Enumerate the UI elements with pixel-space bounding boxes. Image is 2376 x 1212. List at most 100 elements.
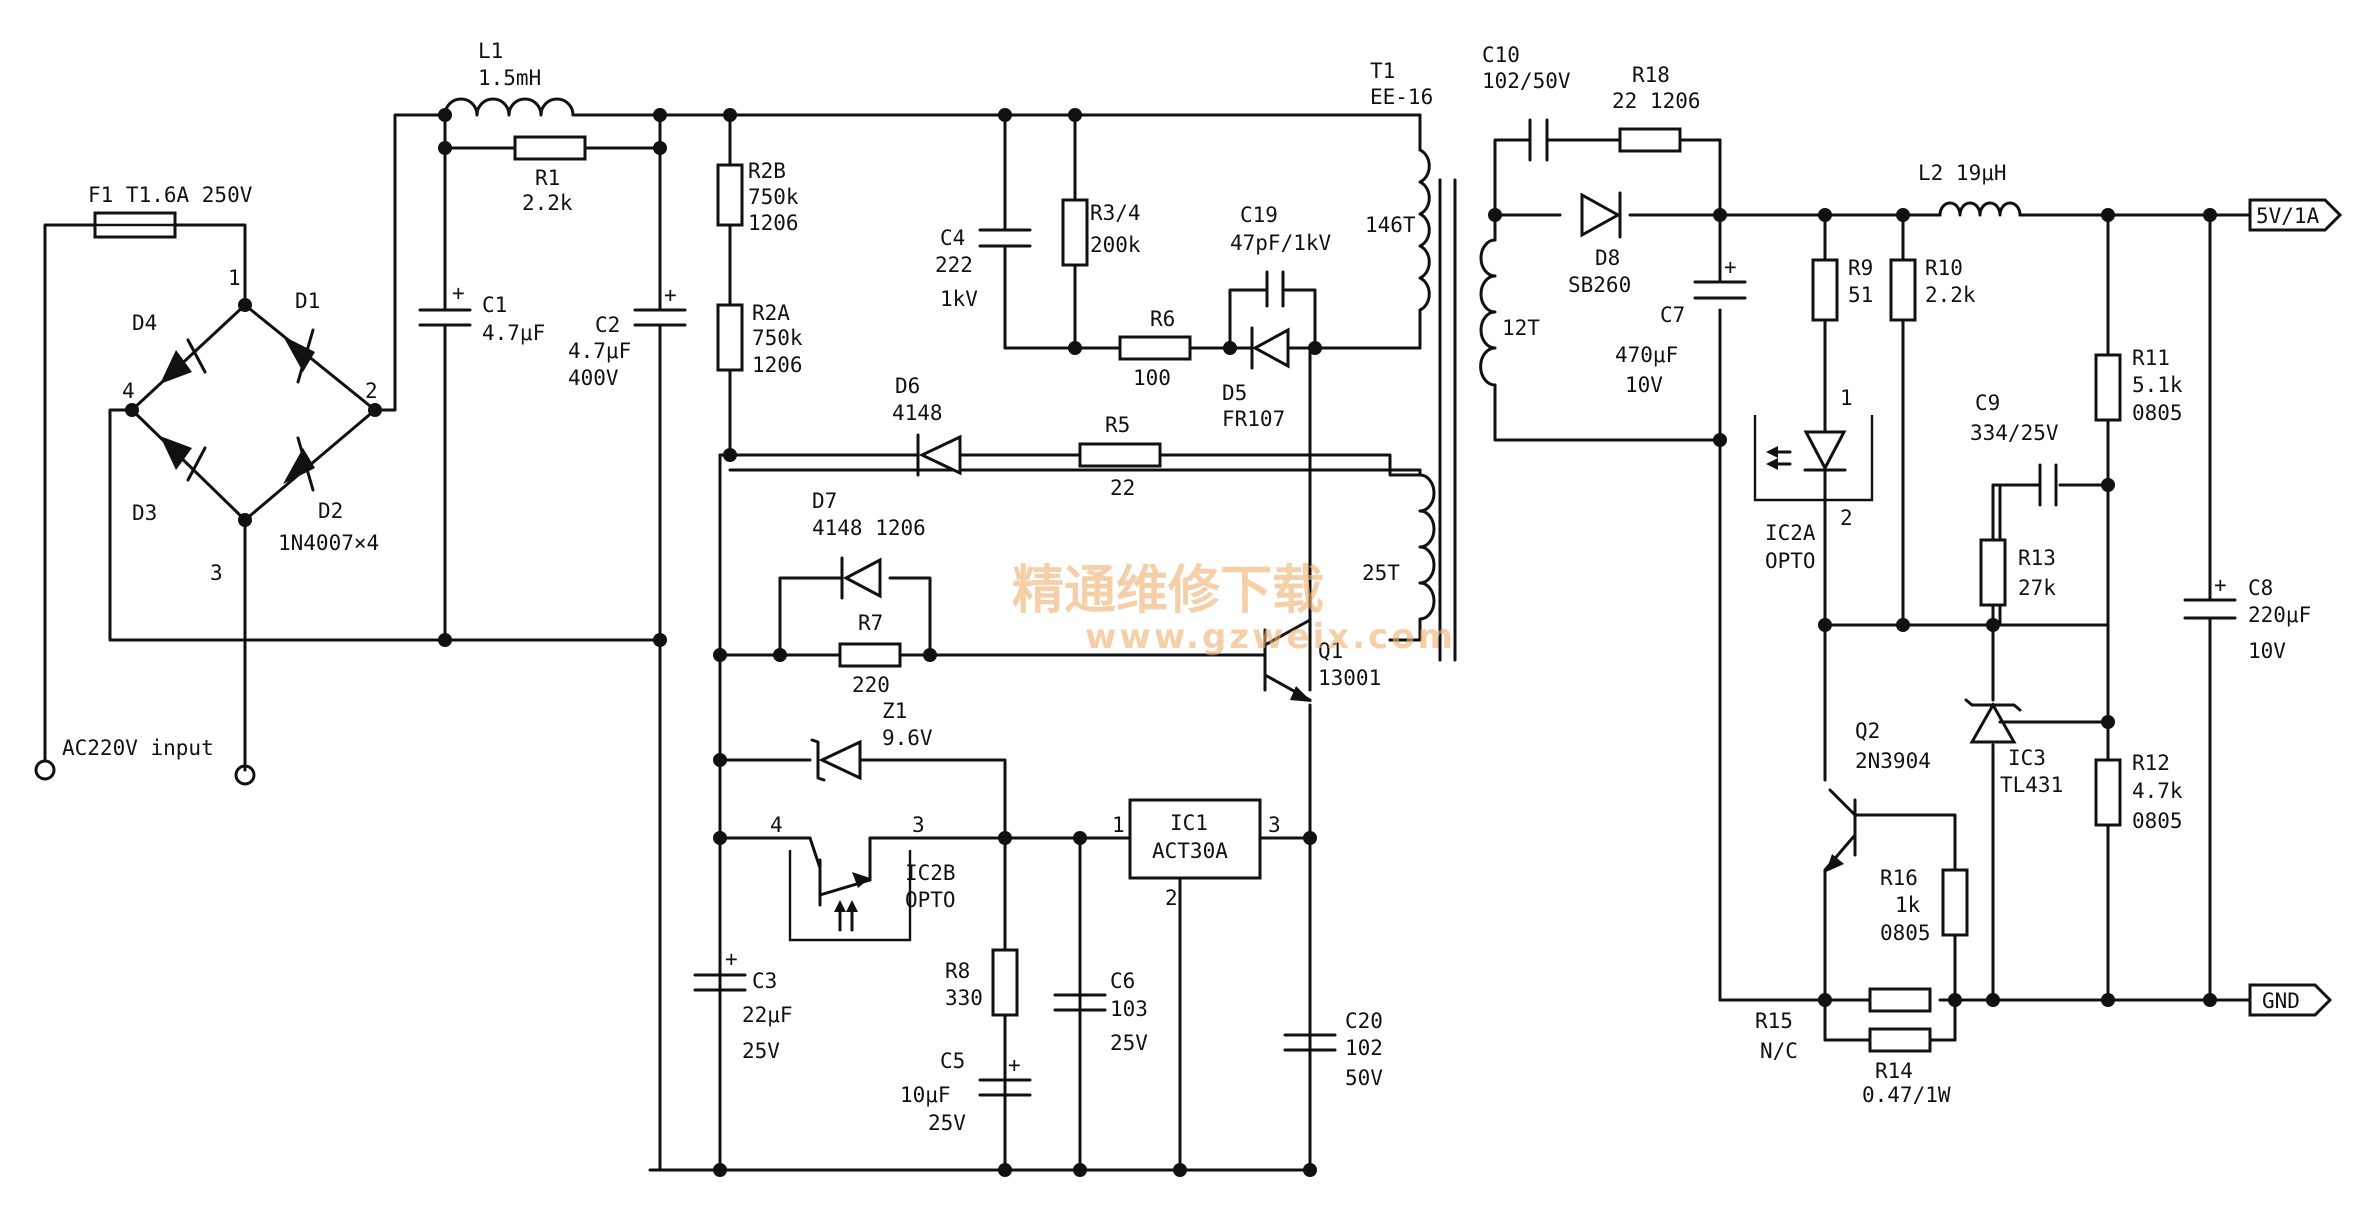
- c4-voltage: 1kV: [940, 287, 978, 311]
- c7-value: 470μF: [1615, 343, 1678, 367]
- watermark-cn: 精通维修下载: [1012, 561, 1324, 621]
- resistor-r6: R6 100: [1118, 307, 1192, 390]
- zener-z1: Z1 9.6V: [810, 699, 933, 782]
- diode-d8: D8 SB260: [1568, 191, 1631, 297]
- c1-plus: +: [452, 281, 465, 305]
- c7-name: C7: [1660, 303, 1685, 327]
- c6-voltage: 25V: [1110, 1031, 1148, 1055]
- d7-name: D7: [812, 489, 837, 513]
- diode-d5: D5 FR107: [1222, 326, 1290, 431]
- transistor-q1: Q1 13001: [1263, 618, 1381, 702]
- c1-name: C1: [482, 293, 507, 317]
- ic2b-pin-3: 3: [912, 813, 925, 837]
- r18-value: 22 1206: [1612, 89, 1701, 113]
- f1-label: F1 T1.6A 250V: [88, 183, 253, 207]
- r10-value: 2.2k: [1925, 283, 1976, 307]
- r6-name: R6: [1150, 307, 1175, 331]
- r16-package: 0805: [1880, 921, 1931, 945]
- r2a-package: 1206: [752, 353, 803, 377]
- c7-plus: +: [1724, 255, 1737, 279]
- d4-label: D4: [132, 311, 157, 335]
- d3-label: D3: [132, 501, 157, 525]
- resistor-r1: R1 2.2k: [513, 135, 587, 215]
- ic1-act30a: IC1 ACT30A 1 2 3: [1112, 798, 1281, 910]
- c19-name: C19: [1240, 203, 1278, 227]
- diode-d7: D7 4148 1206: [812, 489, 926, 600]
- output-5v-terminal[interactable]: 5V/1A: [2248, 198, 2343, 232]
- ic2a-name: IC2A: [1765, 521, 1816, 545]
- r2a-name: R2A: [752, 301, 790, 325]
- ic2a-pin-2: 2: [1840, 506, 1853, 530]
- resistor-r34: R3/4 200k: [1061, 198, 1141, 267]
- r18-name: R18: [1632, 63, 1670, 87]
- capacitor-c10: C10 102/50V: [1482, 43, 1571, 162]
- r11-name: R11: [2132, 346, 2170, 370]
- r1-name: R1: [535, 166, 560, 190]
- bridge-pin-3: 3: [210, 561, 223, 585]
- q2-value: 2N3904: [1855, 749, 1931, 773]
- output-gnd-label: GND: [2262, 989, 2300, 1013]
- l2-label: L2 19μH: [1918, 161, 2007, 185]
- c5-name: C5: [940, 1049, 965, 1073]
- c20-name: C20: [1345, 1009, 1383, 1033]
- terminal-icon[interactable]: [234, 764, 256, 786]
- wires: [43, 113, 2252, 1172]
- c3-name: C3: [752, 969, 777, 993]
- z1-name: Z1: [882, 699, 907, 723]
- c9-name: C9: [1975, 391, 2000, 415]
- r1-value: 2.2k: [522, 191, 573, 215]
- t1-core: EE-16: [1370, 85, 1433, 109]
- watermark-url: www.gzweix.com: [1085, 617, 1456, 657]
- r2a-value: 750k: [752, 326, 803, 350]
- output-5v-label: 5V/1A: [2256, 204, 2320, 228]
- bridge-pin-1: 1: [228, 266, 241, 290]
- c8-name: C8: [2248, 576, 2273, 600]
- r9-name: R9: [1848, 256, 1873, 280]
- d8-value: SB260: [1568, 273, 1631, 297]
- q1-name: Q1: [1318, 639, 1343, 663]
- t1-secondary-turns: 12T: [1502, 316, 1540, 340]
- c8-plus: +: [2214, 573, 2227, 597]
- resistor-r12: R12 4.7k 0805: [2094, 751, 2183, 833]
- ic2b-pin-4: 4: [770, 813, 783, 837]
- resistor-r5: R5 22: [1078, 413, 1162, 500]
- c2-voltage: 400V: [568, 366, 619, 390]
- c2-plus: +: [664, 283, 677, 307]
- r16-value: 1k: [1895, 893, 1921, 917]
- terminal-icon[interactable]: [34, 759, 56, 781]
- bridge-pin-4: 4: [122, 379, 135, 403]
- resistor-r11: R11 5.1k 0805: [2094, 346, 2183, 425]
- ic3-value: TL431: [2000, 773, 2063, 797]
- t1-aux-turns: 25T: [1362, 561, 1400, 585]
- bridge-pin-2: 2: [365, 379, 378, 403]
- diode-d6: D6 4148: [892, 374, 962, 477]
- transistor-q2: Q2 2N3904: [1826, 719, 1931, 872]
- r13-name: R13: [2018, 546, 2056, 570]
- resistor-r2a: R2A 750k 1206: [716, 301, 803, 377]
- z1-value: 9.6V: [882, 726, 933, 750]
- r10-name: R10: [1925, 256, 1963, 280]
- bridge-rectifier: D4 D1 D3 D2 1N4007×4 1 2 3 4: [122, 266, 379, 585]
- d1-label: D1: [295, 289, 320, 313]
- capacitor-c9: C9 334/25V: [1970, 391, 2059, 507]
- r12-package: 0805: [2132, 809, 2183, 833]
- r34-value: 200k: [1090, 233, 1141, 257]
- c5-voltage: 25V: [928, 1111, 966, 1135]
- capacitor-c1: + C1 4.7μF: [418, 278, 545, 345]
- t1-name: T1: [1370, 59, 1395, 83]
- c5-value: 10μF: [900, 1083, 951, 1107]
- q2-name: Q2: [1855, 719, 1880, 743]
- capacitor-c8: + C8 220μF 10V: [2183, 573, 2311, 663]
- d5-value: FR107: [1222, 407, 1285, 431]
- output-gnd-terminal[interactable]: GND: [2248, 983, 2333, 1017]
- l1-value: 1.5mH: [478, 66, 541, 90]
- r5-name: R5: [1105, 413, 1130, 437]
- capacitor-c3: + C3 22μF 25V: [693, 947, 793, 1172]
- ic1-pin-2: 2: [1165, 886, 1178, 910]
- t1-primary-turns: 146T: [1365, 213, 1416, 237]
- resistor-r8: R8 330: [945, 948, 1019, 1082]
- r14-value: 0.47/1W: [1862, 1083, 1951, 1107]
- c20-value: 102: [1345, 1036, 1383, 1060]
- r7-value: 220: [852, 673, 890, 697]
